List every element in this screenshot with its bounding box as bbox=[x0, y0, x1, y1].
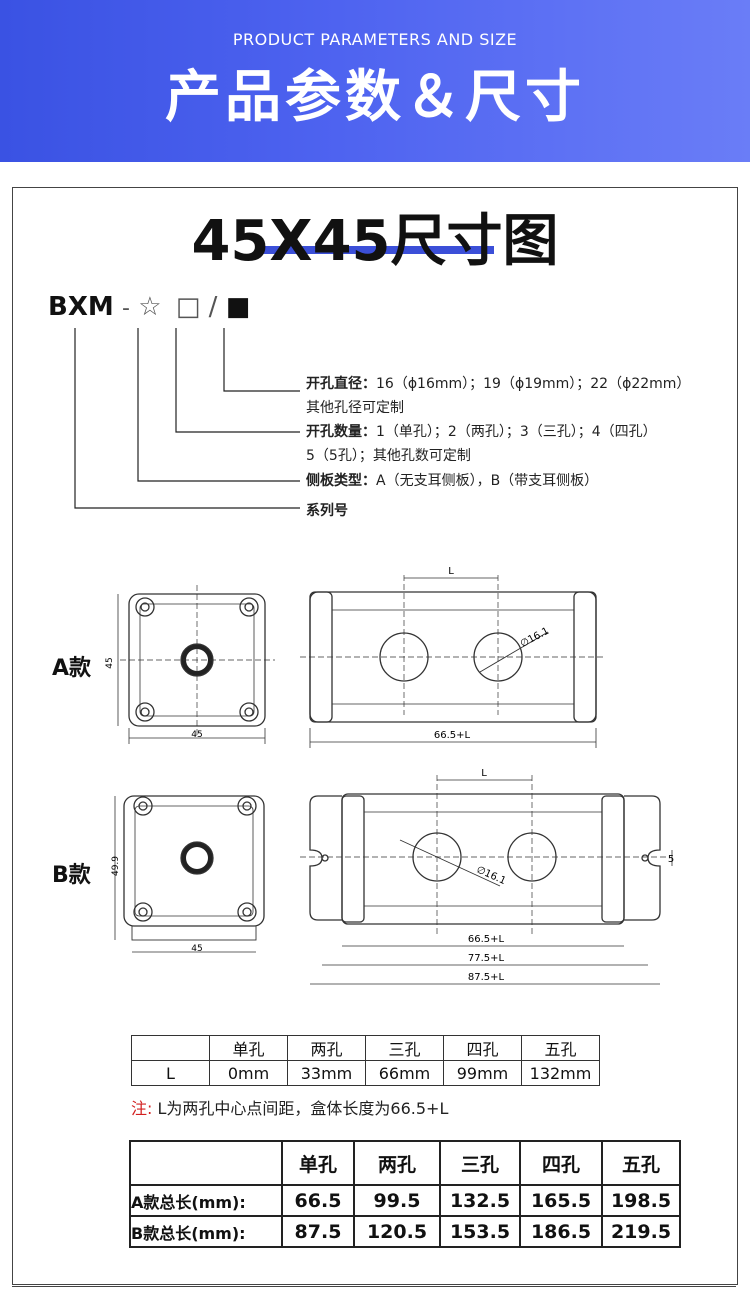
b-front-view bbox=[114, 795, 265, 953]
param-diameter-label: 开孔直径： bbox=[306, 376, 376, 392]
spacing-header-cell: 五孔 bbox=[521, 1035, 600, 1061]
spacing-value: 0mm bbox=[209, 1060, 288, 1086]
total-header-cell: 两孔 bbox=[353, 1140, 441, 1186]
model-a-label: A款 bbox=[52, 656, 92, 681]
total-value: 87.5 bbox=[281, 1215, 355, 1248]
b-side-dim: 49.9 bbox=[111, 856, 121, 876]
note-text: L为两孔中心点间距，盒体长度为66.5+L bbox=[157, 1099, 449, 1118]
b-ear-dim: 5 bbox=[668, 854, 674, 865]
total-header-cell bbox=[129, 1140, 283, 1186]
total-table-row-a: A款总长(mm): 66.5 99.5 132.5 165.5 198.5 bbox=[129, 1184, 681, 1217]
spacing-value: 99mm bbox=[443, 1060, 522, 1086]
code-box: □ bbox=[175, 292, 201, 322]
spacing-value: 66mm bbox=[365, 1060, 444, 1086]
b-side-view bbox=[300, 775, 673, 985]
param-diameter-line2: 其他孔径可定制 bbox=[306, 400, 404, 416]
spacing-value: 132mm bbox=[521, 1060, 600, 1086]
total-row-label: A款总长(mm): bbox=[129, 1184, 283, 1217]
a-spacing-dim: L bbox=[448, 566, 454, 577]
param-sideplate: 侧板类型：A（无支耳侧板），B（带支耳侧板） bbox=[306, 470, 598, 490]
spacing-table: 单孔 两孔 三孔 四孔 五孔 L 0mm 33mm 66mm 99mm 132m… bbox=[131, 1035, 600, 1086]
total-value: 153.5 bbox=[439, 1215, 521, 1248]
total-row-label: B款总长(mm): bbox=[129, 1215, 283, 1248]
code-star: ☆ bbox=[138, 292, 162, 322]
param-series: 系列号 bbox=[306, 500, 348, 520]
diagram-title: 45X45尺寸图 bbox=[191, 209, 559, 274]
spacing-table-row: L 0mm 33mm 66mm 99mm 132mm bbox=[131, 1060, 600, 1086]
total-value: 132.5 bbox=[439, 1184, 521, 1217]
banner-subtitle: PRODUCT PARAMETERS AND SIZE bbox=[232, 30, 518, 49]
param-count-line2: 5（5孔）；其他孔数可定制 bbox=[306, 448, 471, 464]
spacing-header-cell: 四孔 bbox=[443, 1035, 522, 1061]
total-value: 219.5 bbox=[601, 1215, 681, 1248]
spacing-value: 33mm bbox=[287, 1060, 366, 1086]
param-series-label: 系列号 bbox=[306, 503, 348, 519]
code-slash: / bbox=[208, 292, 218, 322]
b-hole-dim: ∅16.1 bbox=[475, 864, 508, 887]
b-bottom-dim: 45 bbox=[191, 944, 202, 954]
spacing-table-header: 单孔 两孔 三孔 四孔 五孔 bbox=[131, 1035, 600, 1061]
param-count-text: 1（单孔）；2（两孔）；3（三孔）；4（四孔） bbox=[376, 424, 657, 440]
a-bottom-dim: 45 bbox=[191, 730, 202, 740]
a-side-view bbox=[300, 575, 605, 748]
param-count: 开孔数量：1（单孔）；2（两孔）；3（三孔）；4（四孔） bbox=[306, 421, 657, 441]
b-length-dim-2: 77.5+L bbox=[468, 953, 505, 964]
model-code: BXM - ☆ □ / ■ bbox=[48, 292, 250, 322]
param-diameter: 开孔直径：16（ϕ16mm）；19（ϕ19mm）；22（ϕ22mm） bbox=[306, 373, 690, 393]
param-count-label: 开孔数量： bbox=[306, 424, 376, 440]
a-side-dim: 45 bbox=[105, 657, 115, 668]
note-prefix: 注: bbox=[131, 1099, 153, 1118]
spacing-header-cell: 单孔 bbox=[209, 1035, 288, 1061]
total-value: 120.5 bbox=[353, 1215, 441, 1248]
a-length-dim: 66.5+L bbox=[434, 730, 471, 741]
total-header-cell: 四孔 bbox=[519, 1140, 603, 1186]
param-sideplate-label: 侧板类型： bbox=[306, 473, 376, 489]
param-sideplate-text: A（无支耳侧板），B（带支耳侧板） bbox=[376, 473, 599, 489]
total-header-cell: 五孔 bbox=[601, 1140, 681, 1186]
spacing-row-label: L bbox=[131, 1060, 210, 1086]
code-dash: - bbox=[122, 296, 130, 321]
a-front-view bbox=[117, 585, 275, 744]
total-value: 186.5 bbox=[519, 1215, 603, 1248]
content-frame bbox=[12, 187, 738, 1285]
total-header-cell: 三孔 bbox=[439, 1140, 521, 1186]
note: 注: L为两孔中心点间距，盒体长度为66.5+L bbox=[131, 1095, 448, 1119]
total-value: 198.5 bbox=[601, 1184, 681, 1217]
total-table-header: 单孔 两孔 三孔 四孔 五孔 bbox=[129, 1140, 681, 1186]
header-banner: PRODUCT PARAMETERS AND SIZE 产品参数＆尺寸 bbox=[0, 0, 750, 162]
model-b-label: B款 bbox=[52, 863, 91, 888]
a-hole-dim: ∅16.1 bbox=[519, 626, 552, 650]
bottom-divider bbox=[12, 1286, 736, 1287]
spacing-header-cell: 两孔 bbox=[287, 1035, 366, 1061]
param-diameter-text: 16（ϕ16mm）；19（ϕ19mm）；22（ϕ22mm） bbox=[376, 376, 691, 392]
total-value: 99.5 bbox=[353, 1184, 441, 1217]
total-header-cell: 单孔 bbox=[281, 1140, 355, 1186]
total-value: 165.5 bbox=[519, 1184, 603, 1217]
total-length-table: 单孔 两孔 三孔 四孔 五孔 A款总长(mm): 66.5 99.5 132.5… bbox=[129, 1140, 681, 1248]
code-filled: ■ bbox=[225, 292, 251, 322]
b-length-dim-3: 87.5+L bbox=[468, 972, 505, 983]
b-length-dim-1: 66.5+L bbox=[468, 934, 505, 945]
spacing-header-cell bbox=[131, 1035, 210, 1061]
total-value: 66.5 bbox=[281, 1184, 355, 1217]
spacing-header-cell: 三孔 bbox=[365, 1035, 444, 1061]
title-underline bbox=[258, 246, 494, 254]
code-prefix: BXM bbox=[48, 292, 114, 322]
total-table-row-b: B款总长(mm): 87.5 120.5 153.5 186.5 219.5 bbox=[129, 1215, 681, 1248]
banner-title: 产品参数＆尺寸 bbox=[165, 65, 585, 130]
b-spacing-dim: L bbox=[481, 768, 487, 779]
